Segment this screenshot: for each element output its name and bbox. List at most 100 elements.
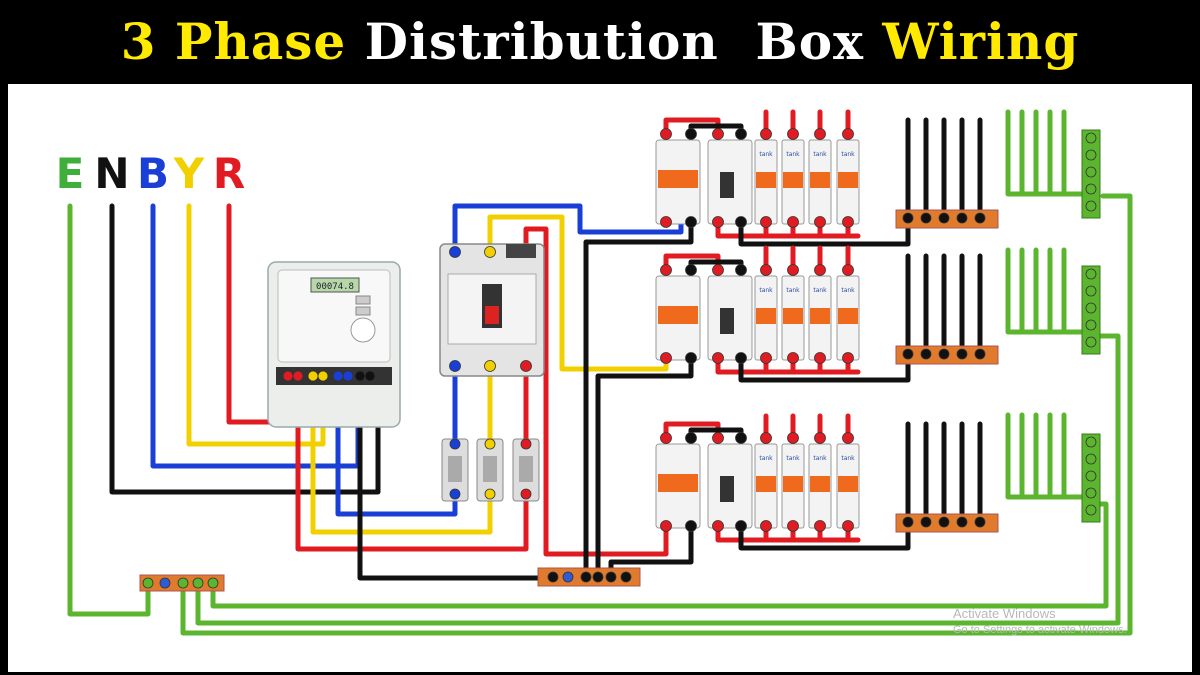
fuse-terminal [520,438,532,450]
fuse-terminal [484,488,496,500]
db-1-mcb-handle [783,172,803,188]
db-3-mcb-brand: tank [813,455,827,462]
db-3-mcb-brand: tank [841,455,855,462]
db-2-mcb-terminal [814,264,826,276]
db-2-mcb-handle [810,308,830,324]
db-1-main-mcb-terminal [685,216,697,228]
db-3-rccb-terminal [735,432,747,444]
meter-terminal [332,370,344,382]
wire-supply-n [109,203,381,495]
supply-label: R [213,149,245,198]
db-3-mcb-terminal [760,432,772,444]
db-2-main-mcb-terminal [660,352,672,364]
db-2-earth-screw [1085,285,1097,297]
db-1-mcb-terminal [787,128,799,140]
wire-mccb-r [523,226,669,557]
db-1-neutral-screw [920,212,932,224]
db-1-neutral-screw [974,212,986,224]
db-2-mcb-handle [838,308,858,324]
supply-label: N [94,149,129,198]
meter-button [355,295,371,305]
db-1-main-mcb-terminal [660,128,672,140]
db-2-rccb-toggle [720,308,734,334]
db-2-main-mcb-terminal [685,264,697,276]
db-2-earth-screw [1085,319,1097,331]
db-1-mcb-handle [838,172,858,188]
db-3-mcb-terminal [760,520,772,532]
db-2-neutral-screw [938,348,950,360]
supply-label: E [56,149,85,198]
db-1-mcb-handle [810,172,830,188]
db-2-mcb-handle [756,308,776,324]
db-1-mcb-terminal [842,216,854,228]
db-1-rccb-toggle [720,172,734,198]
fuse-terminal [520,488,532,500]
meter-terminal [342,370,354,382]
db-2-neutral-screw [920,348,932,360]
mccb-toggle [485,306,499,324]
db-1-rccb-terminal [735,128,747,140]
mccb-bottom-terminal [449,360,461,372]
db-1-earth-screw [1085,183,1097,195]
meter-terminal [282,370,294,382]
db-3-mcb-handle [756,476,776,492]
db-2-mcb-terminal [787,352,799,364]
db-2-mcb-terminal [814,352,826,364]
page-title: 3 Phase Distribution Box Wiring [121,12,1080,71]
db-1-mcb-brand: tank [841,151,855,158]
db-3-rccb-neutral [738,521,911,551]
db-1-mcb-terminal [760,216,772,228]
db-3-mcb-terminal [787,520,799,532]
mccb-neutral-terminal [506,244,536,258]
db-2-earth-screw [1085,336,1097,348]
supply-label: Y [173,149,205,198]
db-1-main-mcb-handle [658,170,698,188]
db-3-rccb-terminal [735,520,747,532]
db-2-earth-screw [1085,302,1097,314]
db-3-main-mcb-terminal [685,520,697,532]
db-1-rccb-terminal [735,216,747,228]
db-3-earth-screw [1085,487,1097,499]
wire-meter-out-n [357,377,564,581]
mccb-bottom-terminal [520,360,532,372]
db-3-main-mcb-terminal [660,432,672,444]
mccb-top-terminal [484,246,496,258]
watermark-line-1: Activate Windows [953,606,1056,621]
db-1-mcb-terminal [842,128,854,140]
db-1-mcb-terminal [787,216,799,228]
wire-mccb-b [452,203,684,255]
meter-terminal [364,370,376,382]
db-1-mcb-terminal [760,128,772,140]
db-1-earth-screw [1085,200,1097,212]
db-3-neutral-screw [920,516,932,528]
earth-busbar-screw [177,577,189,589]
wire-mccb-y [487,214,669,372]
db-1-rccb-terminal [712,216,724,228]
db-3-mcb-brand: tank [759,455,773,462]
title-bar: 3 Phase Distribution Box Wiring [0,0,1200,82]
db-2-rccb-terminal [735,352,747,364]
db-3-earth-screw [1085,453,1097,465]
db-1-main-mcb-terminal [685,128,697,140]
db-3-main-mcb-handle [658,474,698,492]
wire-earth-db3 [210,501,1109,609]
db-2-rccb-terminal [735,264,747,276]
fuse-terminal [484,438,496,450]
title-part-1: 3 Phase [120,11,347,71]
meter-dial [350,317,376,343]
db-1-mcb-brand: tank [813,151,827,158]
wire-meter-out-b [335,377,458,517]
db-3-main-mcb-terminal [685,432,697,444]
busbar-screw [605,571,617,583]
db-3-rccb-terminal [712,520,724,532]
busbar-screw [562,571,574,583]
wire-earth-db1 [180,193,1133,636]
busbar-screw [580,571,592,583]
title-part-3: Box [755,11,864,71]
wire-earth-main [67,203,151,617]
busbar-screw [620,571,632,583]
db-3-earth-screw [1085,504,1097,516]
db-1-mcb-brand: tank [786,151,800,158]
